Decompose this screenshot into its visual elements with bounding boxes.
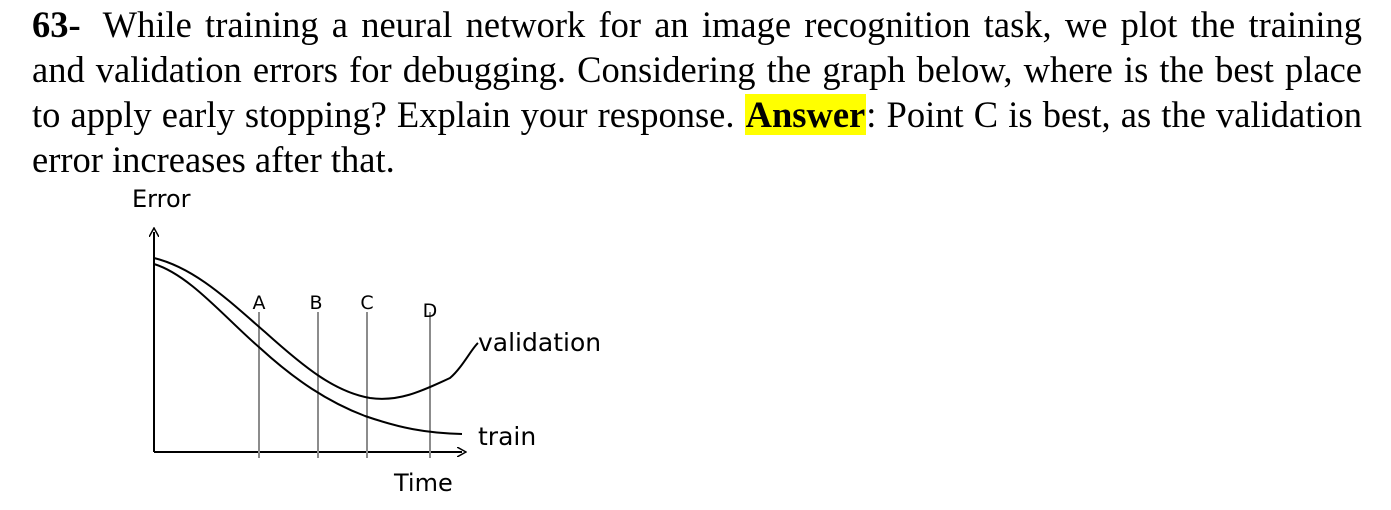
series-label-train: train — [478, 422, 536, 451]
question-text: 63-While training a neural network for a… — [32, 2, 1362, 182]
answer-label: Answer — [744, 94, 867, 135]
answer-text: : Point C is best, as the validation err… — [32, 94, 1362, 180]
error-curves-chart: Error A B C D validation train Time — [132, 185, 601, 497]
train-curve — [153, 263, 463, 435]
series-label-validation: validation — [478, 328, 601, 357]
y-axis-label: Error — [132, 185, 191, 213]
marker-label-a: A — [253, 292, 266, 314]
marker-label-d: D — [423, 300, 438, 322]
x-axis-label: Time — [393, 469, 453, 497]
error-time-figure: Error A B C D validation train Time — [100, 180, 660, 505]
question-body: While training a neural network for an i… — [32, 4, 1362, 135]
validation-curve — [153, 257, 479, 400]
marker-label-b: B — [309, 292, 322, 314]
question-number: 63- — [32, 4, 81, 45]
marker-label-c: C — [360, 292, 373, 314]
